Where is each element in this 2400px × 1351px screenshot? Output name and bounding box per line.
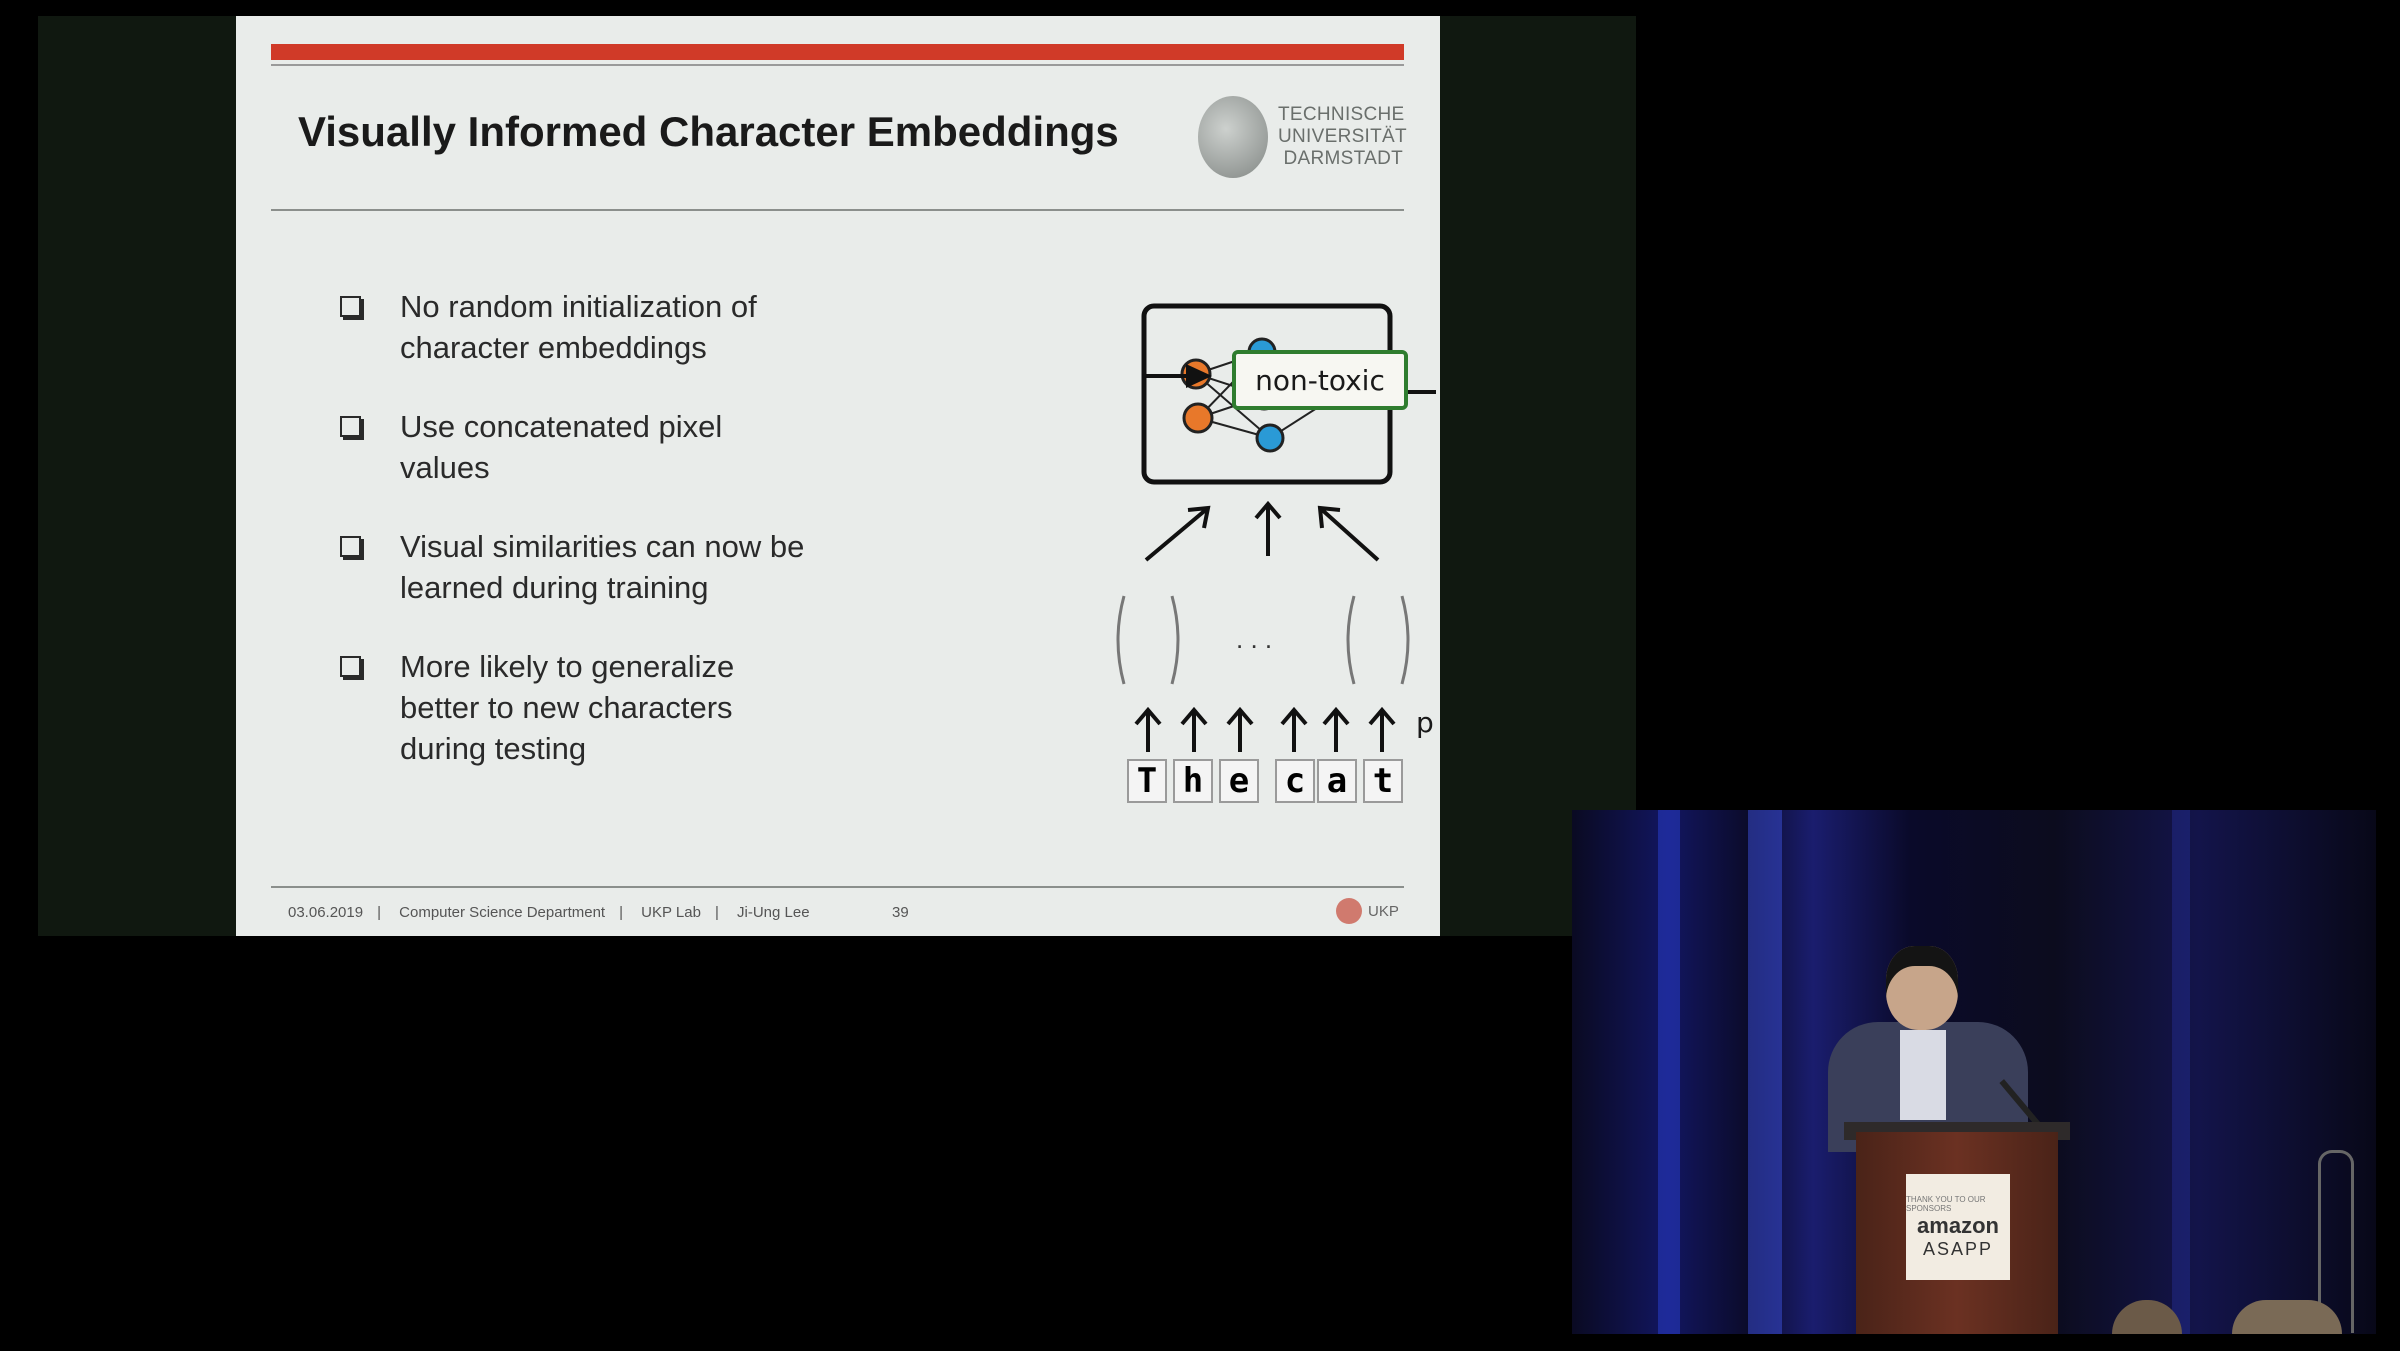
- slide-title: Visually Informed Character Embeddings: [298, 108, 1119, 155]
- slide-footer: 03.06.2019| Computer Science Department|…: [288, 904, 810, 921]
- output-label: non-toxic: [1255, 363, 1385, 397]
- bullet-item: No random initialization of character em…: [340, 286, 820, 368]
- spacer: [1396, 16, 1397, 17]
- hidden-node-icon: [1255, 423, 1285, 453]
- pixel-images-label: pixel images: [1416, 706, 1436, 739]
- university-name: TECHNISCHE UNIVERSITÄT DARMSTADT: [1278, 104, 1407, 169]
- output-arrow-head: [1186, 364, 1212, 388]
- input-node-icon: [1182, 402, 1214, 434]
- speaker-video-feed: THANK YOU TO OUR SPONSORS amazon ASAPP: [1572, 810, 2376, 1334]
- vector-ellipsis: . . .: [1236, 624, 1272, 654]
- output-label-box: non-toxic: [1232, 350, 1408, 410]
- checkbox-bullet-icon: [340, 416, 361, 437]
- char-e: e: [1229, 761, 1249, 801]
- checkbox-bullet-icon: [340, 656, 361, 677]
- bullet-list: No random initialization of character em…: [340, 286, 820, 807]
- char-h: h: [1183, 761, 1203, 801]
- university-logo: TECHNISCHE UNIVERSITÄT DARMSTADT: [1198, 96, 1408, 196]
- checkbox-bullet-icon: [340, 536, 361, 557]
- speaker: [1808, 946, 2058, 1152]
- ukp-logo-icon: [1336, 898, 1362, 924]
- char-t: t: [1373, 761, 1393, 801]
- header-divider: [271, 64, 1404, 66]
- stand: [2318, 1150, 2354, 1333]
- pixel-vectors: [1116, 595, 1410, 685]
- input-arrows-icon: [1144, 500, 1380, 562]
- audience-head: [2232, 1300, 2342, 1334]
- checkbox-bullet-icon: [340, 296, 361, 317]
- sponsor-sign: THANK YOU TO OUR SPONSORS amazon ASAPP: [1906, 1174, 2010, 1280]
- bullet-item: Use concatenated pixel values: [340, 406, 820, 488]
- title-divider: [271, 209, 1404, 211]
- curtain-highlight: [2172, 810, 2190, 1334]
- bullet-item: Visual similarities can now be learned d…: [340, 526, 820, 608]
- header-red-bar: [271, 44, 1404, 60]
- ukp-badge: UKP: [1336, 898, 1399, 924]
- curtain-highlight: [1748, 810, 1782, 1334]
- char-arrows-icon: [1134, 706, 1396, 752]
- char-T: T: [1137, 761, 1157, 801]
- bullet-item: More likely to generalize better to new …: [340, 646, 820, 769]
- podium: THANK YOU TO OUR SPONSORS amazon ASAPP: [1856, 1132, 2058, 1334]
- character-boxes: T h e c a t: [1127, 759, 1403, 803]
- output-arrow-shaft: [1144, 374, 1188, 378]
- page-number: 39: [892, 904, 909, 921]
- presentation-slide: Visually Informed Character Embeddings T…: [236, 16, 1440, 936]
- curtain-highlight: [1658, 810, 1680, 1334]
- university-seal-icon: [1198, 96, 1268, 178]
- footer-divider: [271, 886, 1404, 888]
- char-c: c: [1285, 761, 1305, 801]
- char-a: a: [1327, 761, 1347, 801]
